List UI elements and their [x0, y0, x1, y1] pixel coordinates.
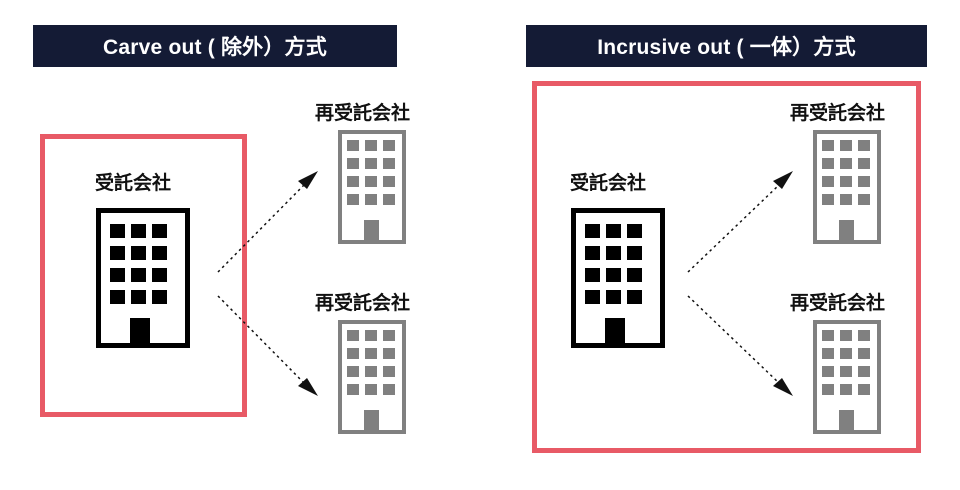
carve-out-scope-frame — [40, 134, 247, 417]
incrusive-out-scope-frame — [532, 81, 921, 453]
arrow-line-right-top — [687, 184, 780, 273]
arrow-line-left-bottom — [217, 295, 305, 384]
subcontractor-label-left-bottom: 再受託会社 — [315, 292, 411, 314]
subcontractor-label-left-top: 再受託会社 — [315, 102, 411, 124]
subcontractor-building-icon-right-bottom — [813, 320, 881, 438]
incrusive-out-header: Incrusive out ( 一体）方式 — [526, 25, 927, 67]
subcontractor-building-icon-left-bottom — [338, 320, 406, 438]
carve-out-header: Carve out ( 除外）方式 — [33, 25, 397, 67]
consigned-company-label-left: 受託会社 — [95, 172, 172, 194]
arrowhead-right-top — [773, 171, 793, 189]
arrow-line-right-bottom — [687, 295, 780, 384]
consigned-company-building-icon-right — [571, 208, 665, 352]
arrowhead-left-top — [298, 171, 318, 189]
arrowhead-right-bottom — [773, 378, 793, 396]
arrow-line-left-top — [217, 184, 305, 273]
incrusive-out-title: Incrusive out ( 一体）方式 — [597, 36, 856, 59]
consigned-company-building-icon-left — [96, 208, 190, 352]
subcontractor-label-right-top: 再受託会社 — [790, 102, 886, 124]
subcontractor-label-right-bottom: 再受託会社 — [790, 292, 886, 314]
subcontractor-building-icon-right-top — [813, 130, 881, 248]
arrowhead-left-bottom — [298, 378, 318, 396]
subcontractor-building-icon-left-top — [338, 130, 406, 248]
carve-out-title: Carve out ( 除外）方式 — [103, 36, 327, 59]
consigned-company-label-right: 受託会社 — [570, 172, 647, 194]
